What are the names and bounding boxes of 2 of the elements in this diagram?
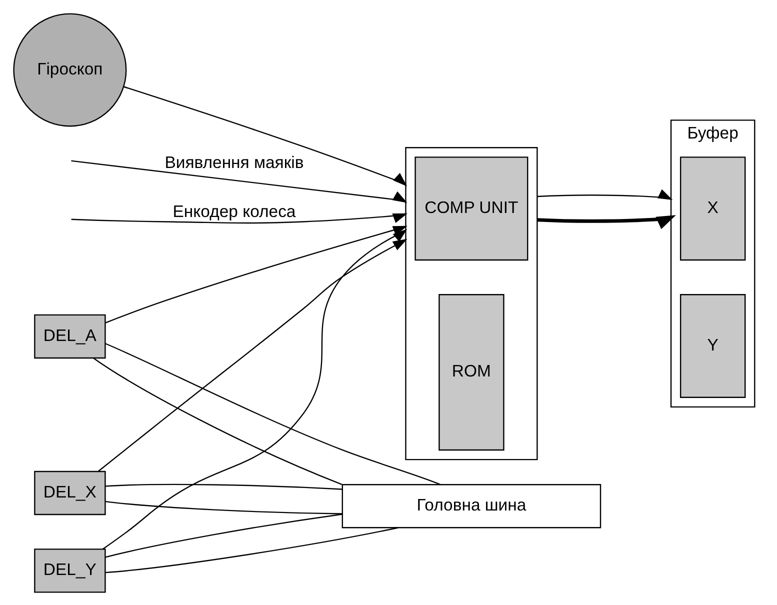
edge-label: Енкодер колеса <box>172 202 296 221</box>
edge-label: Виявлення маяків <box>164 152 304 172</box>
